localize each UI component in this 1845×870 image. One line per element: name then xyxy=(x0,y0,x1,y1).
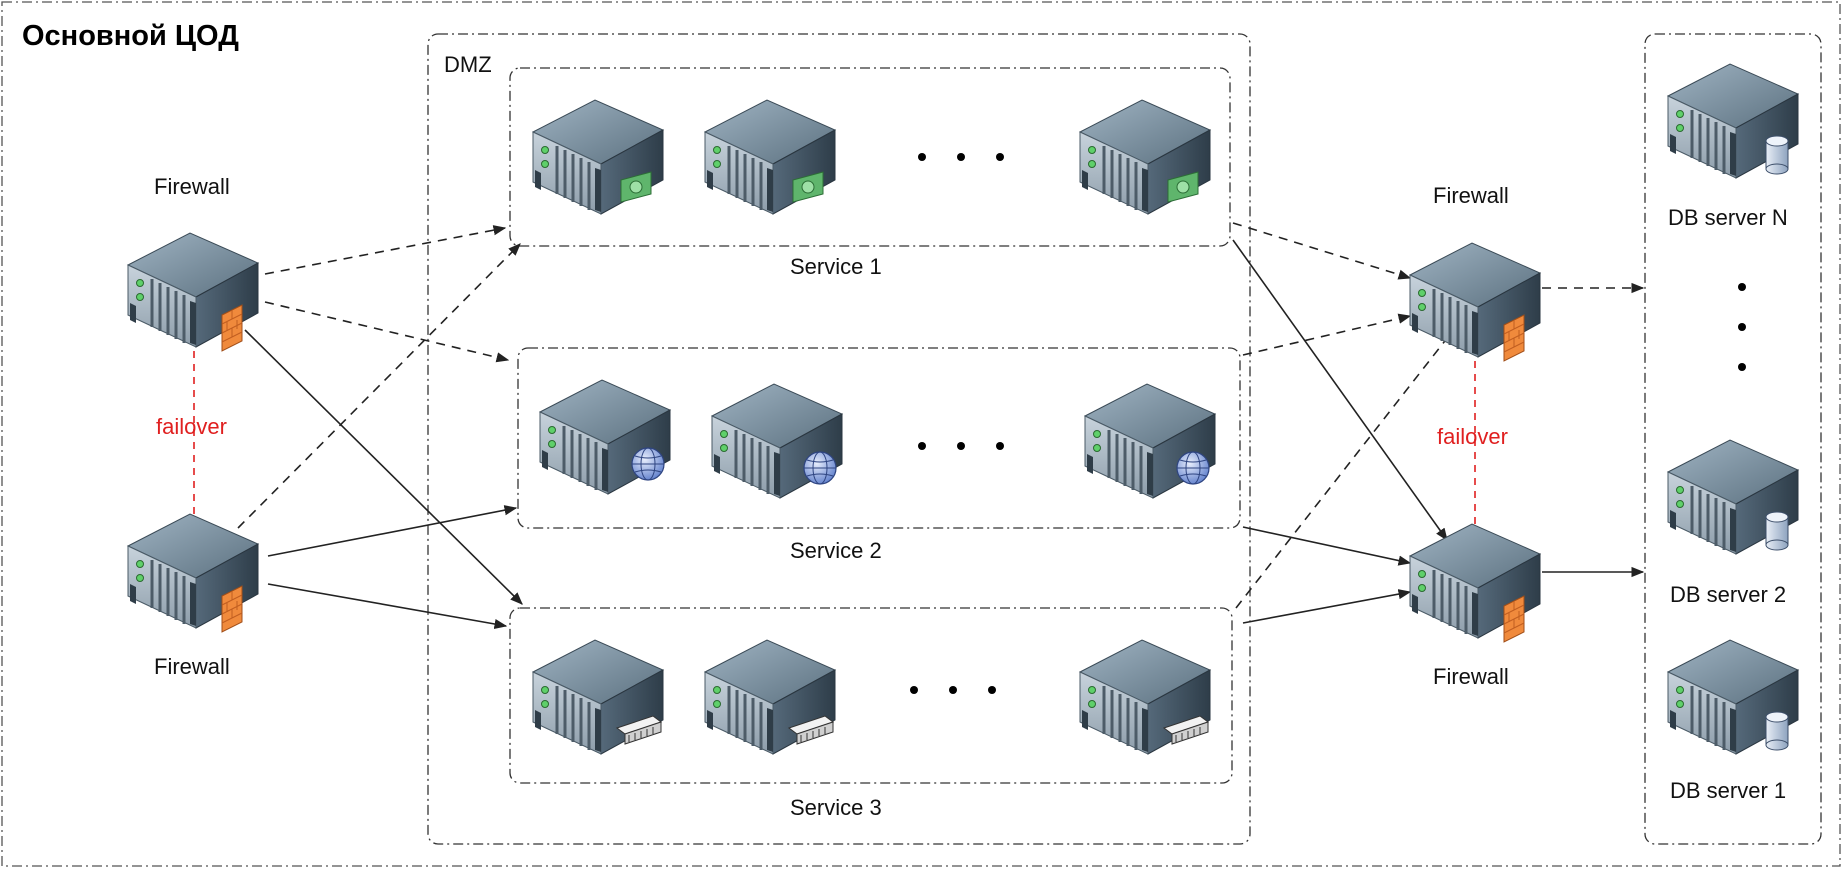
link-service2-rfw2 xyxy=(1242,526,1412,566)
firewall-label-right-bottom: Firewall xyxy=(1433,664,1509,689)
ellipsis-service-1 xyxy=(918,153,1004,161)
db-server-1-label: DB server 1 xyxy=(1670,778,1787,803)
db-server-1 xyxy=(1666,638,1800,756)
ellipsis-service-3 xyxy=(910,686,996,694)
db-server-2 xyxy=(1666,438,1800,556)
firewall-label-left-bottom: Firewall xyxy=(154,654,230,679)
link-service1-rfw2 xyxy=(1232,239,1448,542)
service-2-server-n xyxy=(1083,382,1217,500)
link-lfw2-service1 xyxy=(237,243,521,529)
firewall-server-right-top xyxy=(1408,241,1542,362)
db-server-n xyxy=(1666,62,1800,180)
service-3-server-n xyxy=(1078,638,1212,756)
db-server-n-label: DB server N xyxy=(1668,205,1788,230)
link-service2-rfw1 xyxy=(1242,313,1412,356)
db-zone xyxy=(1644,33,1822,845)
dmz-label: DMZ xyxy=(444,52,492,77)
page-title: Основной ЦОД xyxy=(22,20,239,52)
firewall-label-right-top: Firewall xyxy=(1433,183,1509,208)
service-3-server-1 xyxy=(531,638,665,756)
service-3-group xyxy=(509,607,1233,784)
db-server-2-label: DB server 2 xyxy=(1670,582,1787,607)
link-lfw2-service3 xyxy=(267,583,508,630)
service-2-server-2 xyxy=(710,382,844,500)
link-service3-rfw1 xyxy=(1235,326,1456,609)
firewall-label-left-top: Firewall xyxy=(154,174,230,199)
dmz-zone xyxy=(427,33,1251,845)
link-lfw2-service2 xyxy=(267,505,518,557)
service-1-server-2 xyxy=(703,98,837,216)
firewall-server-left-bottom xyxy=(126,512,260,633)
service-2-group xyxy=(517,347,1241,529)
firewall-server-right-bottom xyxy=(1408,522,1542,643)
failover-label-left: failover xyxy=(156,414,227,439)
database-icon xyxy=(1765,135,1789,175)
firewall-server-left-top xyxy=(126,231,260,352)
service-1-server-n xyxy=(1078,98,1212,216)
link-service1-rfw1 xyxy=(1232,222,1412,280)
service-2-server-1 xyxy=(538,378,672,496)
globe-icon xyxy=(631,447,665,481)
link-lfw1-service3 xyxy=(244,329,523,605)
failover-label-right: failover xyxy=(1437,424,1508,449)
link-service3-rfw2 xyxy=(1242,589,1412,624)
service-2-label: Service 2 xyxy=(790,538,882,563)
link-lfw1-service1 xyxy=(264,225,507,275)
ellipsis-db xyxy=(1738,283,1746,371)
service-1-server-1 xyxy=(531,98,665,216)
ellipsis-service-2 xyxy=(918,442,1004,450)
link-lfw1-service2 xyxy=(264,301,510,363)
service-3-label: Service 3 xyxy=(790,795,882,820)
service-1-group xyxy=(509,67,1231,247)
service-3-server-2 xyxy=(703,638,837,756)
service-1-label: Service 1 xyxy=(790,254,882,279)
